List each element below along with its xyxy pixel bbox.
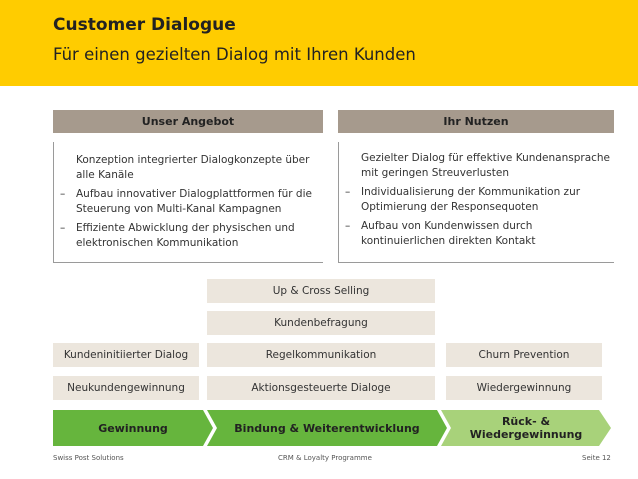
- list-item-text: Aufbau innovativer Dialogplattformen für…: [76, 188, 312, 215]
- list-item-text: Konzeption integrierter Dialogkonzepte ü…: [76, 154, 310, 181]
- page-title: Customer Dialogue: [53, 15, 236, 35]
- list-item: –Aufbau innovativer Dialogplattformen fü…: [54, 187, 323, 216]
- dash-marker: –: [60, 222, 66, 234]
- footer-company: Swiss Post Solutions: [53, 454, 124, 462]
- footer-page-number: Seite 12: [582, 454, 611, 462]
- activity-neukundengewinnung: Neukundengewinnung: [53, 376, 199, 400]
- dash-marker: –: [345, 220, 351, 232]
- page-subtitle: Für einen gezielten Dialog mit Ihren Kun…: [53, 45, 416, 64]
- list-item-text: Effiziente Abwicklung der physischen und…: [76, 222, 295, 249]
- list-item-text: Aufbau von Kundenwissen durch kontinuier…: [361, 220, 536, 247]
- list-item: –Effiziente Abwicklung der physischen un…: [54, 221, 323, 250]
- phase-rueck-wiedergewinnung: Rück- & Wiedergewinnung: [441, 410, 611, 446]
- column-heading-benefit: Ihr Nutzen: [338, 110, 614, 133]
- phase-gewinnung: Gewinnung: [53, 410, 213, 446]
- phase-label: Gewinnung: [98, 421, 168, 435]
- phase-label: Bindung & Weiterentwicklung: [234, 421, 420, 435]
- dash-marker: –: [345, 186, 351, 198]
- offer-list: –Konzeption integrierter Dialogkonzepte …: [53, 142, 323, 263]
- column-heading-offer: Unser Angebot: [53, 110, 323, 133]
- list-item: –Individualisierung der Kommunikation zu…: [339, 185, 614, 214]
- list-item: –Aufbau von Kundenwissen durch kontinuie…: [339, 219, 614, 248]
- activity-aktionsgesteuerte-dialoge: Aktionsgesteuerte Dialoge: [207, 376, 435, 400]
- list-item: –Konzeption integrierter Dialogkonzepte …: [54, 153, 323, 182]
- activity-regelkommunikation: Regelkommunikation: [207, 343, 435, 367]
- activity-churn-prevention: Churn Prevention: [446, 343, 602, 367]
- phase-label-line: Wiedergewinnung: [469, 428, 583, 441]
- activity-wiedergewinnung: Wiedergewinnung: [446, 376, 602, 400]
- activity-up-cross-selling: Up & Cross Selling: [207, 279, 435, 303]
- list-item-text: Individualisierung der Kommunikation zur…: [361, 186, 581, 213]
- footer-topic: CRM & Loyalty Programme: [278, 454, 372, 462]
- list-item: –Gezielter Dialog für effektive Kundenan…: [339, 151, 614, 180]
- activity-kundeninitiierter-dialog: Kundeninitiierter Dialog: [53, 343, 199, 367]
- dash-marker: –: [60, 188, 66, 200]
- phase-label-line: Rück- &: [501, 415, 551, 428]
- benefit-list: –Gezielter Dialog für effektive Kundenan…: [338, 142, 614, 263]
- phase-bindung-weiterentwicklung: Bindung & Weiterentwicklung: [207, 410, 447, 446]
- activity-kundenbefragung: Kundenbefragung: [207, 311, 435, 335]
- list-item-text: Gezielter Dialog für effektive Kundenans…: [361, 152, 611, 179]
- header-bar: Customer Dialogue Für einen gezielten Di…: [0, 0, 638, 86]
- phase-label: Rück- & Wiedergewinnung: [470, 415, 583, 441]
